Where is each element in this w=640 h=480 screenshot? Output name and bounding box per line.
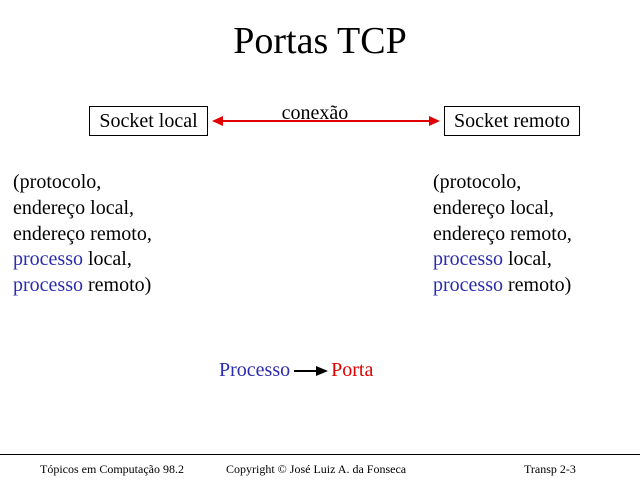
tuple-line: (protocolo, [13,171,102,193]
tuple-line: (protocolo, [433,171,522,193]
socket-remote-box: Socket remoto [444,106,580,136]
double-arrow-icon [212,116,440,126]
connection-label: conexão [281,102,349,124]
footer-course: Tópicos em Computação 98.2 [40,462,184,476]
tuple-line: processo remoto) [433,273,572,299]
arrow-right-icon [294,366,329,377]
tuple-line: processo remoto) [13,273,152,299]
footer-copyright: Copyright © José Luiz A. da Fonseca [226,462,407,476]
footer-divider [0,454,640,455]
tuple-text: remoto) [502,274,572,297]
tuple-text: local, [502,248,552,271]
port-label: Porta [331,359,374,381]
process-port-mapping: Processo Porta [219,357,373,383]
tuple-line: processo local, [433,247,572,273]
socket-local-box: Socket local [89,106,208,136]
tuple-line: processo local, [13,247,152,273]
tuple-line: endereço remoto, [433,222,572,245]
tuple-highlight: processo [13,274,83,297]
tuple-highlight: processo [433,248,503,271]
page-title: Portas TCP [233,20,407,62]
tuple-highlight: processo [433,274,503,297]
process-label: Processo [219,359,291,381]
socket-tuple-right: (protocolo, endereço local, endereço rem… [433,170,572,299]
tuple-line: endereço remoto, [13,222,152,245]
tuple-line: endereço local, [13,196,135,219]
tuple-text: local, [82,248,132,271]
tuple-highlight: processo [13,248,83,271]
tuple-line: endereço local, [433,196,555,219]
socket-tuple-left: (protocolo, endereço local, endereço rem… [13,170,152,299]
footer-slide-number: Transp 2-3 [524,462,576,476]
tuple-text: remoto) [82,274,152,297]
